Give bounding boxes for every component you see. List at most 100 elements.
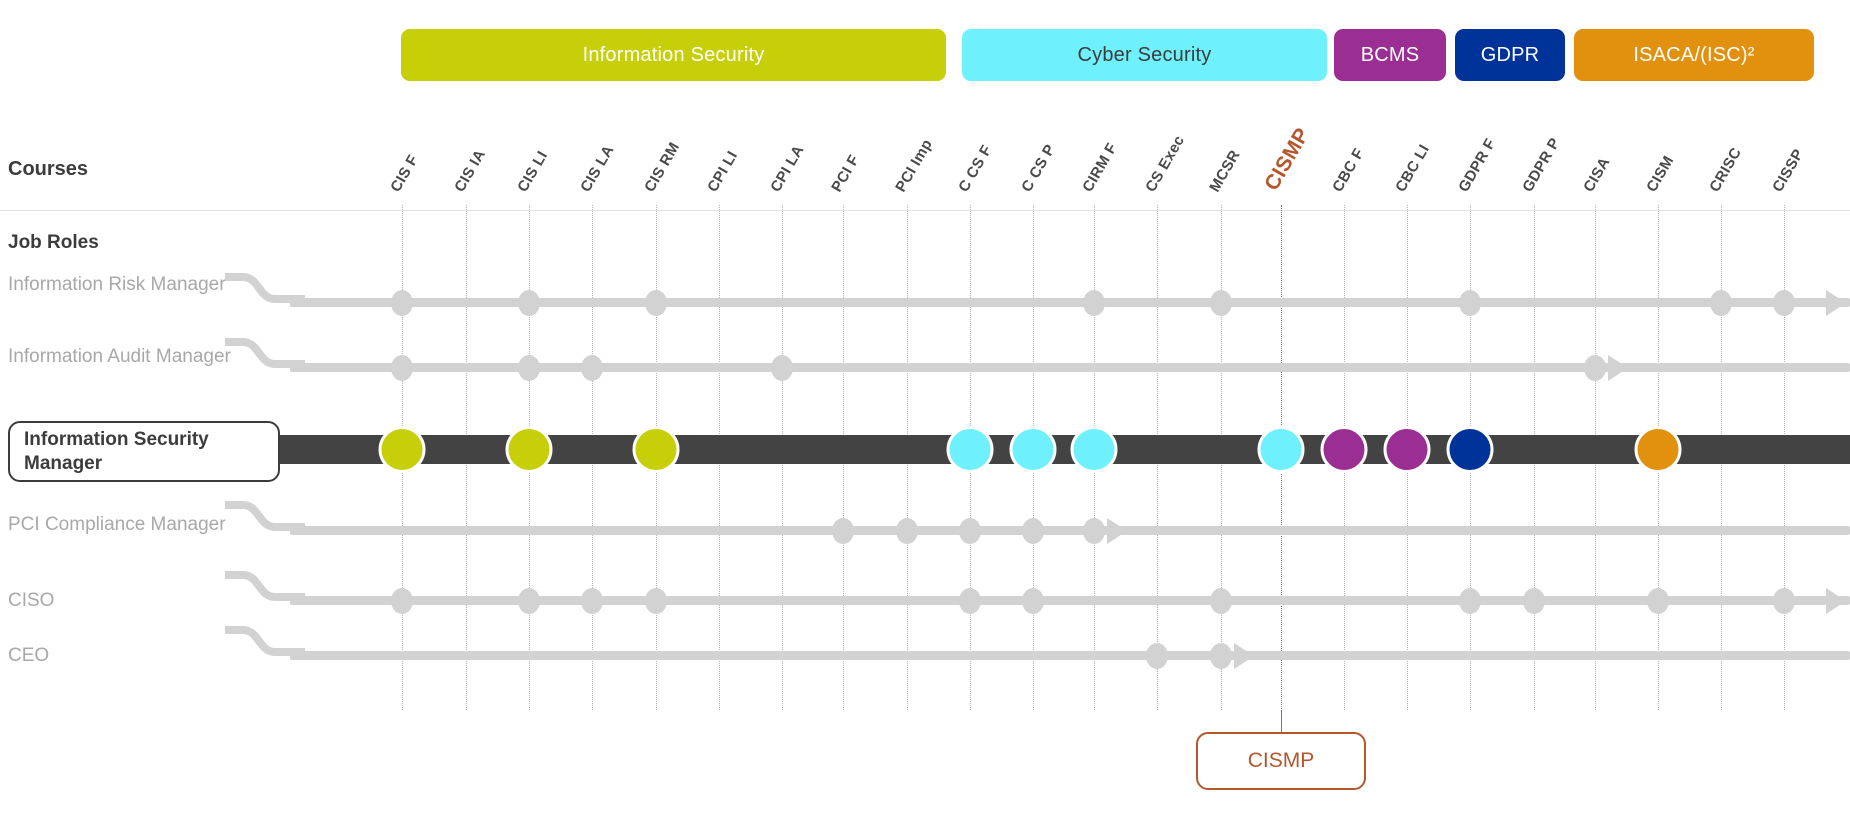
role-row-pci-compliance-manager[interactable]: PCI Compliance Manager: [0, 501, 1850, 548]
course-node-mcsr[interactable]: [1210, 290, 1232, 316]
column-header-cbc-f[interactable]: CBC F: [1329, 100, 1367, 195]
course-node-cis-li[interactable]: [518, 355, 540, 381]
role-row-ciso[interactable]: CISO: [0, 571, 1850, 618]
course-node-gdpr-f[interactable]: [1459, 588, 1481, 614]
course-node-c-cs-f[interactable]: [959, 518, 981, 544]
course-node-cirm-f[interactable]: [1070, 426, 1118, 473]
role-chip-information-security-manager[interactable]: Information Security Manager: [8, 421, 280, 482]
column-header-cis-la[interactable]: CIS LA: [577, 100, 617, 195]
course-node-cs-exec[interactable]: [1146, 643, 1168, 669]
column-header-cis-rm[interactable]: CIS RM: [641, 100, 683, 195]
column-header-cis-f[interactable]: CIS F: [387, 100, 422, 195]
column-header-label: CISA: [1580, 154, 1614, 195]
course-node-cis-f[interactable]: [391, 290, 413, 316]
course-node-mcsr[interactable]: [1210, 588, 1232, 614]
role-row-information-audit-manager[interactable]: Information Audit Manager: [0, 338, 1850, 385]
role-row-ceo[interactable]: CEO: [0, 626, 1850, 673]
role-lead-curve: [225, 273, 305, 303]
category-pill-gdpr[interactable]: GDPR: [1455, 29, 1565, 81]
course-node-gdpr-f[interactable]: [1459, 290, 1481, 316]
course-node-cirm-f[interactable]: [1083, 518, 1105, 544]
course-node-cbc-li[interactable]: [1383, 426, 1431, 473]
course-node-c-cs-p[interactable]: [1009, 426, 1057, 473]
column-header-label: CIS IA: [451, 146, 489, 195]
course-node-c-cs-f[interactable]: [946, 426, 994, 473]
column-header-cissp[interactable]: CISSP: [1769, 100, 1807, 195]
column-header-cismp[interactable]: CISMP: [1260, 100, 1314, 195]
column-header-label: CIS LA: [577, 142, 618, 195]
category-pill-bcms[interactable]: BCMS: [1334, 29, 1446, 81]
column-header-cirm-f[interactable]: CIRM F: [1079, 100, 1120, 195]
course-node-c-cs-p[interactable]: [1022, 518, 1044, 544]
progression-arrow: [1608, 355, 1628, 381]
category-pill-cyber-security[interactable]: Cyber Security: [962, 29, 1327, 81]
progression-arrow: [1107, 518, 1127, 544]
course-node-cis-f[interactable]: [391, 355, 413, 381]
course-node-cis-rm[interactable]: [645, 588, 667, 614]
course-node-gdpr-f[interactable]: [1446, 426, 1494, 473]
column-header-cs-exec[interactable]: CS Exec: [1142, 100, 1188, 195]
course-node-cpi-la[interactable]: [771, 355, 793, 381]
category-pill-label: Cyber Security: [1077, 43, 1212, 66]
role-row-label: PCI Compliance Manager: [8, 514, 226, 535]
course-node-pci-f[interactable]: [832, 518, 854, 544]
course-node-c-cs-p[interactable]: [1022, 588, 1044, 614]
column-header-c-cs-p[interactable]: C CS P: [1018, 100, 1059, 195]
role-chip-label: Information Security Manager: [24, 428, 209, 474]
cismp-callout-label: CISMP: [1247, 749, 1315, 772]
course-node-c-cs-f[interactable]: [959, 588, 981, 614]
course-node-mcsr[interactable]: [1210, 643, 1232, 669]
course-node-crisc[interactable]: [1710, 290, 1732, 316]
course-node-cissp[interactable]: [1773, 290, 1795, 316]
course-node-cisa[interactable]: [1584, 355, 1606, 381]
course-node-cis-li[interactable]: [505, 426, 553, 473]
progression-arrow: [1234, 643, 1254, 669]
course-node-cirm-f[interactable]: [1083, 290, 1105, 316]
column-header-cpi-li[interactable]: CPI LI: [704, 100, 741, 195]
column-header-label: CBC LI: [1392, 141, 1433, 195]
role-row-label: CISO: [8, 590, 55, 611]
column-header-cis-ia[interactable]: CIS IA: [451, 100, 489, 195]
role-track: [290, 526, 1850, 535]
column-header-cpi-la[interactable]: CPI LA: [767, 100, 807, 195]
category-pill-isaca-isc[interactable]: ISACA/(ISC)²: [1574, 29, 1814, 81]
course-node-cis-f[interactable]: [378, 426, 426, 473]
course-node-gdpr-p[interactable]: [1523, 588, 1545, 614]
course-node-cbc-f[interactable]: [1320, 426, 1368, 473]
role-row-highlighted[interactable]: Information Security Manager: [0, 421, 1850, 482]
course-node-cismp[interactable]: [1257, 426, 1305, 473]
role-row-information-risk-manager[interactable]: Information Risk Manager: [0, 273, 1850, 320]
category-pill-information-security[interactable]: Information Security: [401, 29, 946, 81]
course-node-cissp[interactable]: [1773, 588, 1795, 614]
course-node-cis-la[interactable]: [581, 588, 603, 614]
cismp-callout[interactable]: CISMP: [1196, 732, 1366, 790]
column-header-cis-li[interactable]: CIS LI: [514, 100, 551, 195]
course-node-cis-rm[interactable]: [632, 426, 680, 473]
course-node-cis-la[interactable]: [581, 355, 603, 381]
course-node-cism[interactable]: [1634, 426, 1682, 473]
column-header-label: PCI F: [828, 151, 863, 195]
column-header-cism[interactable]: CISM: [1643, 100, 1677, 195]
course-node-pci-imp[interactable]: [896, 518, 918, 544]
column-header-pci-imp[interactable]: PCI Imp: [892, 100, 936, 195]
column-header-crisc[interactable]: CRISC: [1706, 100, 1745, 195]
column-header-pci-f[interactable]: PCI F: [828, 100, 863, 195]
column-header-label: CIS F: [387, 151, 422, 195]
column-header-label: C CS P: [1018, 141, 1059, 195]
course-node-cis-li[interactable]: [518, 290, 540, 316]
column-header-c-cs-f[interactable]: C CS F: [955, 100, 995, 195]
course-node-cis-rm[interactable]: [645, 290, 667, 316]
column-header-cisa[interactable]: CISA: [1580, 100, 1613, 195]
course-node-cis-f[interactable]: [391, 588, 413, 614]
column-header-label: CISSP: [1769, 146, 1808, 195]
job-roles-header-label: Job Roles: [8, 232, 99, 253]
role-row-label: Information Audit Manager: [8, 346, 231, 367]
course-node-cis-li[interactable]: [518, 588, 540, 614]
column-header-gdpr-f[interactable]: GDPR F: [1455, 100, 1499, 195]
column-header-mcsr[interactable]: MCSR: [1206, 100, 1243, 195]
column-header-gdpr-p[interactable]: GDPR P: [1519, 100, 1563, 195]
course-node-cism[interactable]: [1647, 588, 1669, 614]
column-header-cbc-li[interactable]: CBC LI: [1392, 100, 1433, 195]
column-header-label: C CS F: [955, 142, 996, 195]
